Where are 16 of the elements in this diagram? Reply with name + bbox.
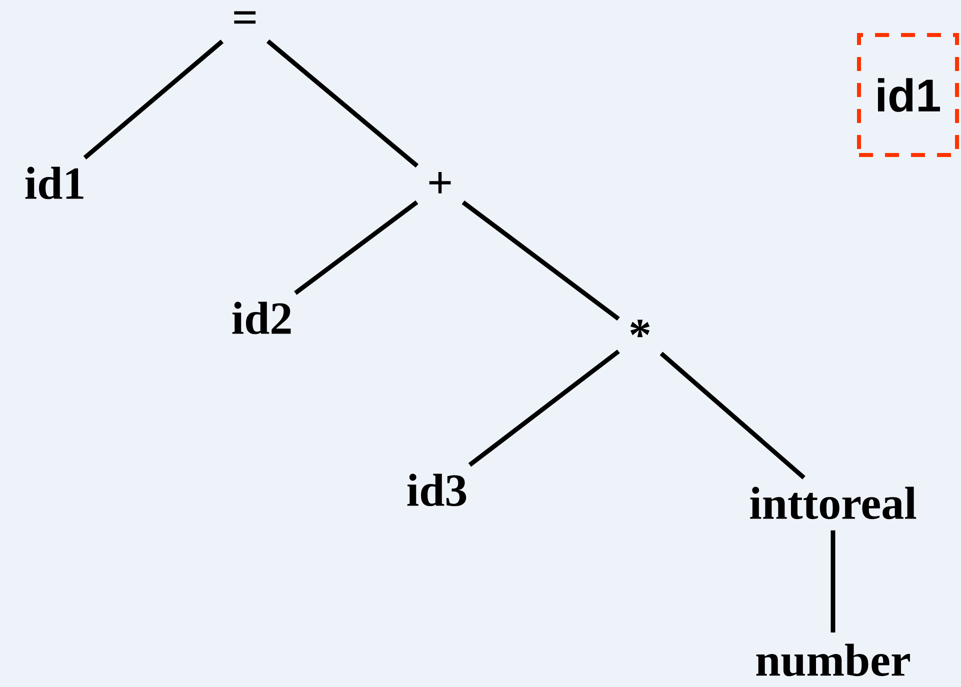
operator-label: + <box>429 172 451 194</box>
tree-edge <box>83 40 224 160</box>
tree-node-label: inttoreal <box>750 486 916 520</box>
tree-node-label: id1 <box>25 166 84 200</box>
tree-edge <box>266 39 419 168</box>
operator-label: = <box>234 11 256 24</box>
operator-label: * <box>630 320 650 338</box>
tree-node-label: id2 <box>232 302 291 334</box>
dashed-box: id1 <box>857 33 959 157</box>
tree-edge <box>294 200 418 295</box>
tree-node-label: id3 <box>407 474 466 506</box>
tree-edge <box>660 352 806 480</box>
tree-node-label: number <box>756 644 910 676</box>
tree-edge <box>468 350 620 467</box>
tree-edge <box>830 530 836 633</box>
tree-edge <box>462 200 620 321</box>
